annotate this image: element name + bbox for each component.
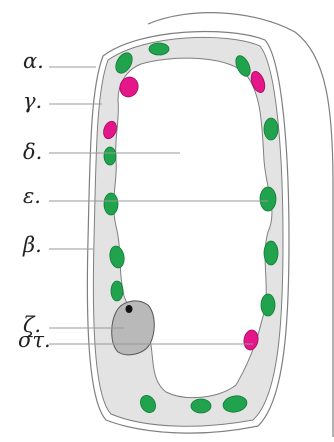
chloroplast-11 bbox=[109, 245, 125, 269]
label-gamma: γ. bbox=[23, 89, 43, 113]
label-zeta: ζ. bbox=[23, 313, 42, 337]
chloroplast-13 bbox=[110, 280, 124, 302]
chloroplast-3 bbox=[235, 55, 251, 77]
chromoplast-15 bbox=[243, 329, 259, 351]
label-beta: β. bbox=[23, 233, 42, 257]
adjacent-cell-outline bbox=[147, 12, 334, 437]
label-epsilon: ε. bbox=[23, 184, 41, 208]
chromoplast-6 bbox=[103, 120, 117, 140]
label-alpha: α. bbox=[23, 49, 44, 73]
chloroplast-9 bbox=[259, 186, 277, 212]
chloroplast-8 bbox=[103, 146, 117, 166]
chloroplast-18 bbox=[222, 395, 248, 413]
vacuole bbox=[113, 57, 273, 399]
chloroplast-17 bbox=[190, 398, 212, 414]
chloroplast-16 bbox=[140, 395, 156, 413]
label-sigma-tau: στ. bbox=[18, 328, 51, 352]
chromoplast-5 bbox=[250, 71, 266, 93]
chloroplast-7 bbox=[263, 117, 279, 141]
nucleolus bbox=[125, 305, 133, 313]
chloroplast-10 bbox=[103, 192, 119, 216]
chloroplast-14 bbox=[260, 293, 276, 317]
label-delta: δ. bbox=[23, 140, 43, 164]
chromoplast-4 bbox=[119, 76, 139, 98]
chloroplast-12 bbox=[263, 240, 279, 266]
chloroplast-1 bbox=[115, 52, 133, 74]
chloroplast-2 bbox=[148, 42, 170, 56]
